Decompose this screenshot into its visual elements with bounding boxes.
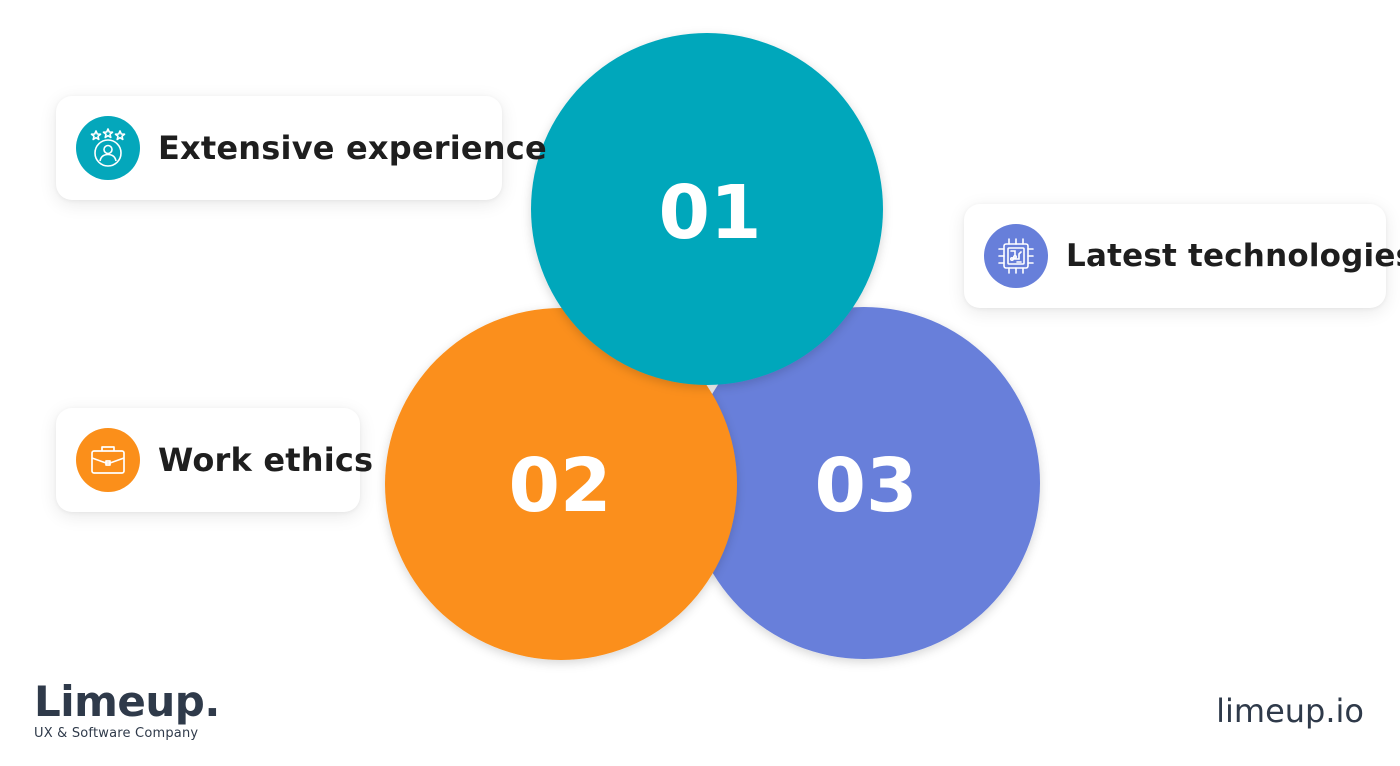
briefcase-icon [76, 428, 140, 492]
circle-01-number: 01 [659, 170, 762, 256]
brand-logo: Limeup. UX & Software Company [34, 677, 220, 742]
feature-card-latest-technologies: Latest technologies [964, 204, 1400, 308]
feature-card-extensive-experience: Extensive experience [56, 96, 547, 200]
circle-01 [531, 33, 883, 385]
brand-name: Limeup. [34, 677, 220, 726]
stars-person-icon [76, 116, 140, 180]
feature-label: Work ethics [158, 441, 374, 479]
circle-03 [688, 307, 1040, 659]
circuit-chip-icon [984, 224, 1048, 288]
feature-card-work-ethics: Work ethics [56, 408, 373, 512]
circle-02 [385, 308, 737, 660]
circle-02-number: 02 [509, 443, 612, 529]
website-url: limeup.io [1216, 692, 1364, 730]
brand-tagline: UX & Software Company [34, 726, 199, 741]
circle-03-number: 03 [815, 443, 918, 529]
feature-label: Latest technologies [1066, 238, 1400, 274]
feature-label: Extensive experience [158, 129, 547, 167]
